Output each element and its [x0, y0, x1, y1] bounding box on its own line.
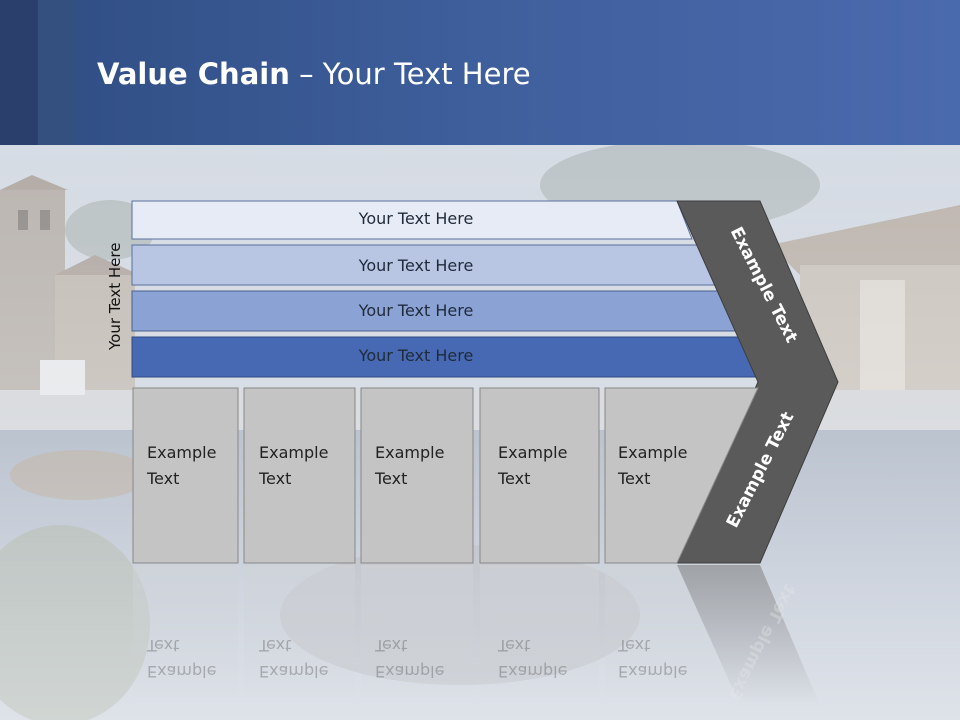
box-1: [132, 387, 239, 564]
box-text-line: Text: [259, 469, 292, 488]
box-text-line: Example: [259, 443, 329, 462]
header-bar: Value Chain – Your Text Here: [0, 0, 960, 145]
box-text-line: Example: [618, 443, 688, 462]
header-accent-strip: [0, 0, 38, 145]
box-text-line: Text: [147, 469, 180, 488]
box-reflection: [244, 565, 355, 705]
ribbon-label-2: Your Text Here: [358, 256, 474, 275]
arrow-reflection: [677, 565, 820, 705]
box-text-line: Example: [147, 662, 217, 681]
title-bold: Value Chain: [97, 57, 290, 91]
ribbon-label-1: Your Text Here: [358, 209, 474, 228]
box-reflection: [605, 565, 740, 705]
box-text-line: Text: [618, 636, 651, 655]
chevron-arrow: [676, 200, 839, 564]
box-text-line: Text: [375, 636, 408, 655]
title-rest: – Your Text Here: [289, 57, 531, 91]
box-text-line: Text: [618, 469, 651, 488]
ribbon-label-3: Your Text Here: [358, 301, 474, 320]
box-text-line: Text: [375, 469, 408, 488]
box-text-line: Example: [259, 662, 329, 681]
header-accent-strip: [38, 0, 75, 145]
box-text-line: Text: [259, 636, 292, 655]
box-4: [479, 387, 600, 564]
box-text-line: Example: [498, 443, 568, 462]
box-text-reflection: Example Text: [147, 632, 247, 684]
box-text-reflection: Example Text: [618, 632, 718, 684]
ribbon-1: [131, 200, 693, 240]
box-text-line: Example: [375, 662, 445, 681]
box-text-line: Text: [498, 636, 531, 655]
box-text-reflection: Example Text: [375, 632, 475, 684]
box-text-line: Example: [618, 662, 688, 681]
box-text-line: Example: [147, 443, 217, 462]
box-text-reflection: Example Text: [498, 632, 598, 684]
box-2: [243, 387, 356, 564]
box-text-line: Example: [375, 443, 445, 462]
slide-title: Value Chain – Your Text Here: [97, 54, 531, 94]
box-3: [360, 387, 474, 564]
box-5: [604, 387, 759, 564]
box-reflection: [480, 565, 599, 705]
side-label: Your Text Here: [106, 242, 124, 350]
box-text-line: Text: [498, 469, 531, 488]
box-text-reflection: Example Text: [259, 632, 359, 684]
ribbon-label-4: Your Text Here: [358, 346, 474, 365]
box-text-line: Text: [147, 636, 180, 655]
box-reflection: [133, 565, 238, 705]
box-reflection: [361, 565, 473, 705]
box-text-line: Example: [498, 662, 568, 681]
